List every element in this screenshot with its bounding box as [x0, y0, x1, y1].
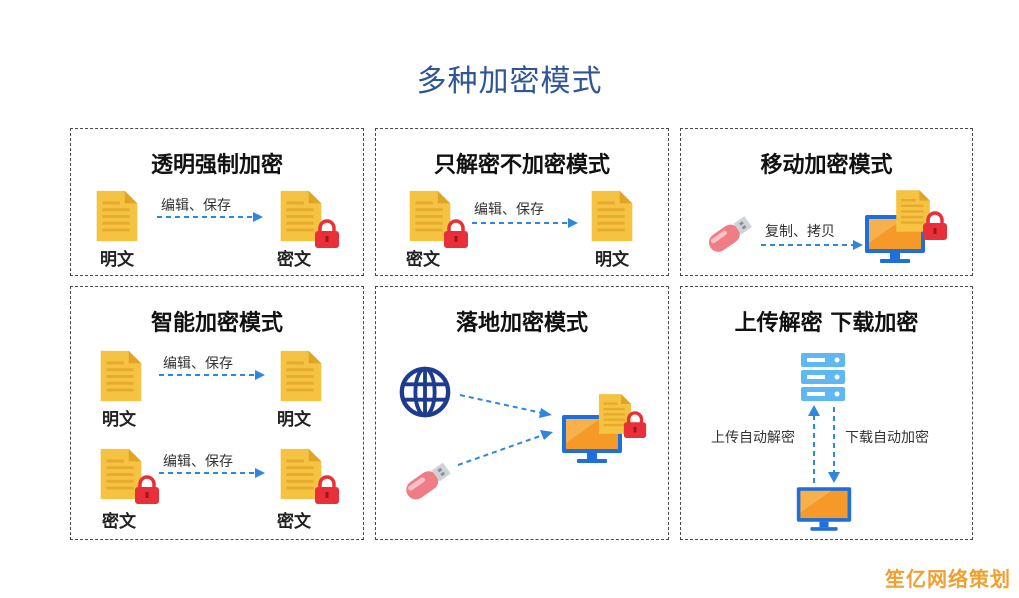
document-icon [100, 350, 142, 402]
arrow-label: 编辑、保存 [161, 198, 231, 214]
monitor-icon [796, 487, 852, 531]
plaintext-label: 明文 [277, 410, 311, 430]
dashed-arrow [472, 218, 578, 228]
panel-title: 只解密不加密模式 [433, 153, 610, 178]
dashed-arrow-up [808, 405, 820, 483]
document-icon [280, 350, 322, 402]
panel-decrypt-only-mode: 只解密不加密模式 密文 编辑、保存 明文 [375, 128, 669, 276]
usb-drive-icon [705, 213, 754, 256]
panel-title: 上传解密 下载加密 [734, 311, 919, 336]
arrow-label: 编辑、保存 [163, 356, 233, 372]
dashed-arrow-down [828, 407, 840, 483]
dashed-arrow [159, 370, 265, 380]
ciphertext-label: 密文 [102, 512, 136, 532]
panel-title: 智能加密模式 [150, 311, 283, 336]
ciphertext-label: 密文 [406, 250, 440, 270]
dashed-arrow [457, 394, 553, 466]
panel-title: 移动加密模式 [760, 153, 893, 178]
arrow-label: 复制、拷贝 [765, 224, 835, 240]
download-label: 下载自动加密 [845, 430, 929, 446]
plaintext-label: 明文 [100, 250, 134, 270]
plaintext-label: 明文 [595, 250, 629, 270]
plaintext-label: 明文 [102, 410, 136, 430]
panel-landing-encryption-mode: 落地加密模式 [375, 286, 669, 540]
upload-label: 上传自动解密 [711, 430, 795, 446]
document-icon [591, 190, 633, 242]
lock-icon [921, 211, 949, 241]
panel-mobile-encryption-mode: 移动加密模式 复制、拷贝 [680, 128, 973, 276]
lock-icon [622, 411, 648, 439]
panel-title: 透明强制加密 [150, 153, 283, 178]
lock-icon [313, 475, 341, 505]
panel-smart-encryption-mode: 智能加密模式 明文 编辑、保存 明文 密文 编辑、保存 密文 [70, 286, 364, 540]
arrow-label: 编辑、保存 [163, 454, 233, 470]
panel-title: 落地加密模式 [455, 311, 588, 336]
page-title: 多种加密模式 [416, 64, 603, 99]
dashed-arrow [761, 240, 863, 250]
watermark: 笙亿网络策划 [885, 567, 1011, 591]
server-icon [801, 353, 845, 401]
dashed-arrow [157, 212, 263, 222]
panel-upload-decrypt-download-encrypt: 上传解密 下载加密 上传自动解密 下载自动加密 [680, 286, 973, 540]
ciphertext-label: 密文 [277, 250, 311, 270]
arrow-label: 编辑、保存 [474, 202, 544, 218]
panel-transparent-forced-encryption: 透明强制加密 明文 编辑、保存 密文 [70, 128, 364, 276]
ciphertext-label: 密文 [277, 512, 311, 532]
document-icon [96, 190, 138, 242]
lock-icon [133, 475, 161, 505]
dashed-arrow [159, 468, 265, 478]
